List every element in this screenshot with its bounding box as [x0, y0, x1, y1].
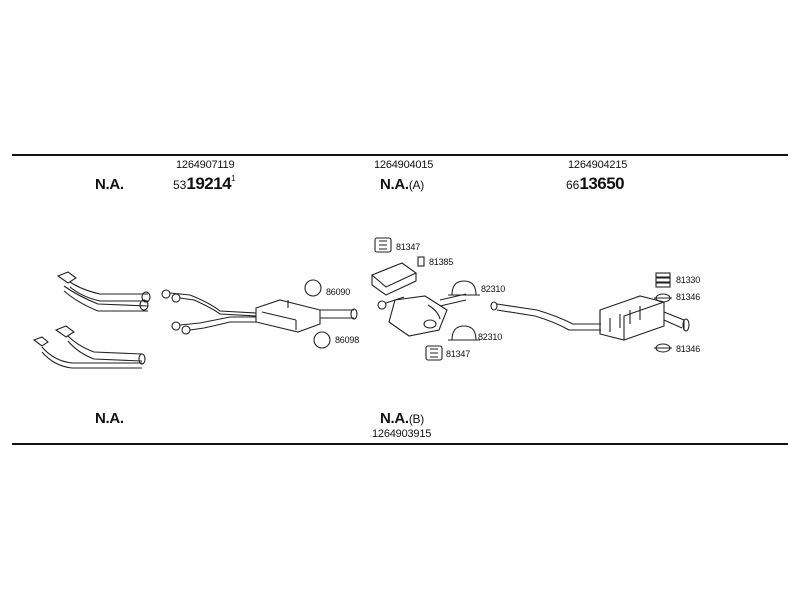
header-col3-label: N.A.(A): [380, 177, 424, 192]
footer-col2-label-text: N.A.: [380, 410, 409, 427]
header-col4-main-code: 13650: [579, 174, 625, 193]
hanger-81346-bottom: [654, 343, 672, 353]
header-col2-number: 1264907119: [176, 159, 235, 171]
header-col4-prefix: 66: [566, 178, 580, 192]
hanger-81347-bottom: [425, 345, 443, 361]
part-label-86098: 86098: [335, 335, 360, 345]
header-col3-label-text: N.A.: [380, 176, 409, 193]
center-muffler: [370, 262, 467, 337]
clamp-82310-bottom: [448, 325, 480, 341]
front-pipe-lower: [32, 325, 146, 369]
clamp-81385: [417, 256, 425, 267]
hanger-81347-top: [374, 237, 392, 253]
header-col4-code: 6613650: [566, 174, 625, 193]
ring-86090: [304, 279, 322, 297]
header-col2-code: 53192141: [173, 175, 236, 193]
clamp-82310-top: [448, 280, 480, 296]
footer-col2-number: 1264903915: [372, 428, 432, 440]
part-label-81385: 81385: [429, 257, 454, 267]
ring-86098: [313, 331, 331, 349]
header-col2-prefix: 53: [173, 178, 187, 192]
top-divider: [12, 154, 788, 156]
header-col2-main-code: 19214: [186, 174, 232, 193]
header-col2-superscript: 1: [231, 174, 236, 183]
header-col3-number: 1264904015: [374, 159, 434, 171]
rear-muffler: [490, 295, 690, 341]
part-label-82310-top: 82310: [481, 284, 506, 294]
hanger-81346-top: [654, 293, 672, 303]
part-label-81346-bottom: 81346: [676, 344, 701, 354]
footer-col2-suffix: (B): [408, 412, 424, 426]
catalytic-y-pipe: [161, 289, 358, 335]
header-col1-label: N.A.: [95, 176, 124, 193]
part-label-82310-bottom: 82310: [478, 332, 503, 342]
mount-81330: [655, 272, 671, 288]
front-pipe-upper: [56, 271, 151, 312]
part-label-81330: 81330: [676, 275, 701, 285]
footer-col2-label: N.A.(B): [380, 411, 424, 426]
part-label-81346-top: 81346: [676, 292, 701, 302]
part-label-86090: 86090: [326, 287, 351, 297]
part-label-81347-top: 81347: [396, 242, 421, 252]
footer-col1-label: N.A.: [95, 410, 124, 427]
part-label-81347-bottom: 81347: [446, 349, 471, 359]
bottom-divider: [12, 443, 788, 445]
header-col3-suffix: (A): [408, 178, 424, 192]
header-col4-number: 1264904215: [568, 159, 628, 171]
